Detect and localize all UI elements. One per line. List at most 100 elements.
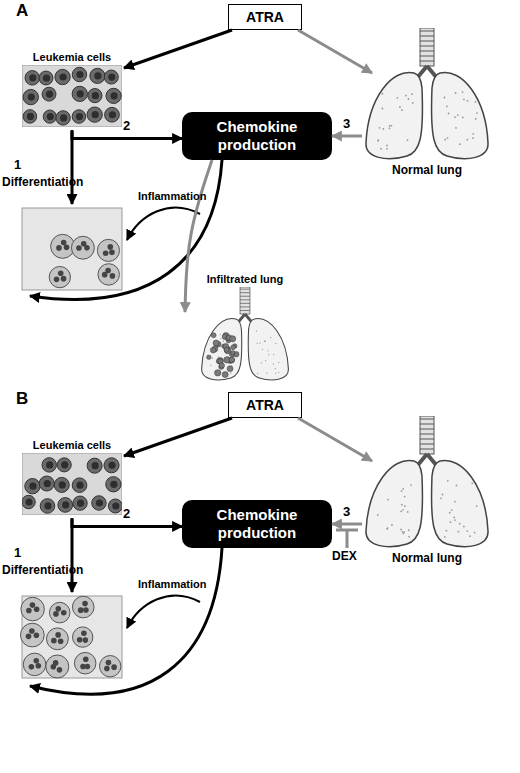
lung-texture <box>407 511 409 513</box>
treatment-box: ATRA <box>228 392 302 418</box>
cell-nucleus <box>112 502 119 509</box>
lung-texture <box>458 531 460 533</box>
trachea <box>420 28 434 66</box>
lung-texture <box>380 148 382 150</box>
nucleus-lobe <box>26 608 32 614</box>
lung-texture <box>220 334 221 335</box>
connector-arrow <box>332 135 362 138</box>
trachea-ring <box>240 292 250 293</box>
cell-nucleus <box>59 481 66 488</box>
differentiation-arrow <box>71 519 74 592</box>
differentiated-cell <box>74 652 96 674</box>
leukemia-cell <box>43 110 56 123</box>
trachea-ring <box>240 310 250 311</box>
lung-svg <box>362 416 492 551</box>
cell-nucleus <box>28 93 35 100</box>
lung-texture <box>278 362 279 363</box>
leukemia-cell <box>88 89 102 103</box>
lung-lobe <box>248 319 288 380</box>
lung-texture <box>476 505 478 507</box>
nucleus-lobe <box>102 272 108 278</box>
lung-texture <box>463 99 465 101</box>
nucleus-lobe <box>76 245 82 251</box>
cell-nucleus <box>110 481 117 488</box>
leukemia-cell <box>87 107 102 122</box>
lung-texture <box>400 510 402 512</box>
step-label: Differentiation <box>2 176 83 189</box>
nucleus-lobe <box>82 601 88 607</box>
lung-texture <box>391 125 393 127</box>
lung-texture <box>462 117 464 119</box>
lung-texture <box>397 97 399 99</box>
lung-texture <box>444 536 446 538</box>
infiltrating-cell <box>207 355 211 359</box>
micrograph-background <box>22 453 122 515</box>
lung-texture <box>401 490 403 492</box>
inflammation-loop-arrow <box>127 208 200 240</box>
step-number: 1 <box>14 158 21 172</box>
trachea-ring <box>240 296 250 297</box>
lung-texture <box>463 526 465 528</box>
lung-texture <box>472 137 474 139</box>
differentiated-cells-image <box>20 596 122 678</box>
leukemia-cells-panel: Leukemia cells <box>20 50 124 130</box>
panel-caption: Leukemia cells <box>33 438 111 453</box>
nucleus-lobe <box>110 273 116 279</box>
trachea-ring <box>420 31 434 32</box>
lung-texture <box>278 372 279 373</box>
lung-texture <box>382 93 384 95</box>
lung-texture <box>257 343 258 344</box>
infiltrating-cell <box>210 348 216 354</box>
lung-texture <box>408 529 410 531</box>
differentiated-cells-image <box>22 208 122 290</box>
lung-texture <box>382 128 384 130</box>
nucleus-lobe <box>54 277 60 283</box>
lung-lobe <box>202 319 242 380</box>
leukemia-cell <box>39 476 54 491</box>
nucleus-lobe <box>55 632 61 638</box>
lung-texture <box>270 337 271 338</box>
cell-nucleus <box>59 73 66 80</box>
lung-drawing <box>202 287 289 380</box>
lung-texture <box>404 505 406 507</box>
differentiated-cell <box>71 236 94 259</box>
trachea <box>240 287 250 314</box>
lung-texture <box>389 127 391 129</box>
lung-texture <box>466 139 468 141</box>
lung-texture <box>444 139 446 141</box>
trachea-ring <box>240 303 250 304</box>
lung-texture <box>220 338 221 339</box>
leukemia-cell <box>72 110 85 123</box>
trachea-ring <box>420 46 434 47</box>
leukemia-cell <box>56 111 70 125</box>
lung-texture <box>444 97 446 99</box>
lung-texture <box>402 532 404 534</box>
nucleus-lobe <box>109 250 115 256</box>
nucleus-lobe <box>51 664 57 670</box>
panel-caption: Infiltrated lung <box>207 272 283 287</box>
lung-drawing <box>366 28 488 159</box>
lung-texture <box>451 509 453 511</box>
differentiated-cell <box>98 264 119 285</box>
cell-nucleus <box>92 92 99 99</box>
differentiation-arrow <box>71 131 74 204</box>
nucleus-lobe <box>56 245 62 251</box>
leukemia-cell <box>92 496 106 510</box>
lung-texture <box>273 354 274 355</box>
lung-texture <box>389 125 391 127</box>
nucleus-lobe <box>80 664 86 670</box>
connector-arrow <box>332 523 362 526</box>
cell-nucleus <box>110 92 117 99</box>
lung-texture <box>450 521 452 523</box>
leukemia-cell <box>22 495 35 508</box>
lung-texture <box>386 148 388 150</box>
lung-texture <box>377 514 379 516</box>
inhibition-stem <box>346 530 349 548</box>
lung-svg <box>185 287 305 383</box>
infiltrating-cell <box>225 348 231 354</box>
differentiated-cell <box>21 597 45 621</box>
lung-texture <box>447 137 449 139</box>
lung-texture <box>446 106 448 108</box>
infiltrating-cell <box>230 336 236 342</box>
inflammation-loop-arrow <box>127 596 200 628</box>
